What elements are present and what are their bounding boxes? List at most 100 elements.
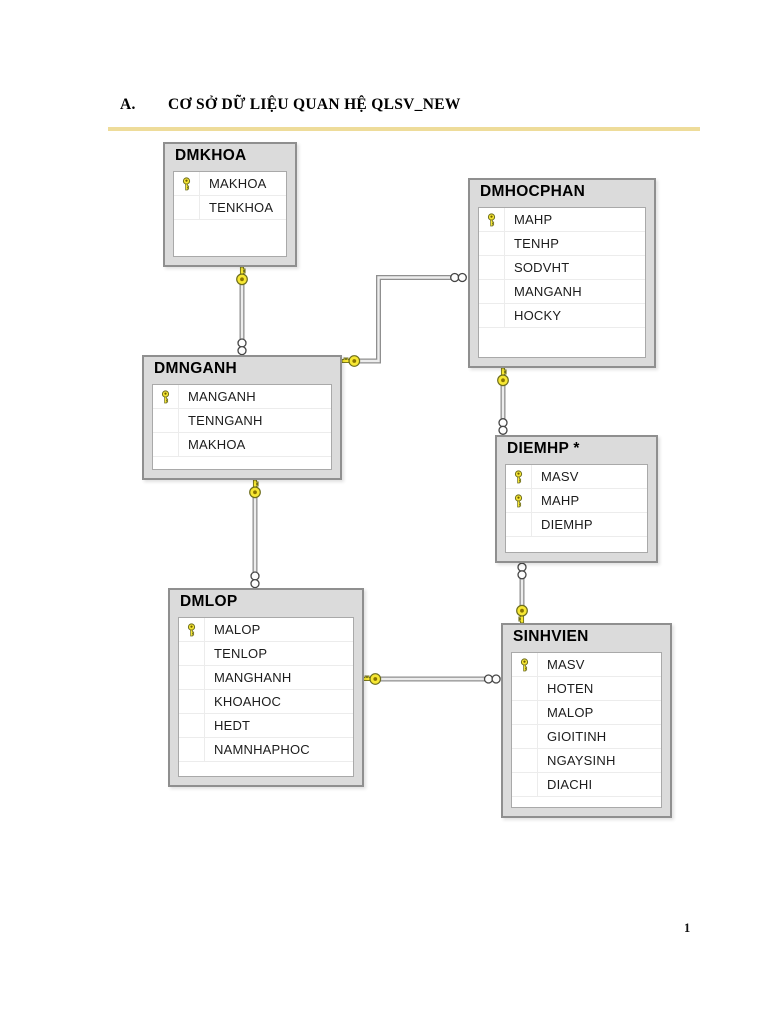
column-row: MANGANH: [153, 385, 331, 409]
column-name: NAMNHAPHOC: [214, 742, 310, 757]
table-dmnganh: DMNGANH MANGANH TENNGANH MAKHOA: [142, 355, 342, 480]
column-name: TENKHOA: [209, 200, 274, 215]
infinity-icon: [517, 562, 527, 580]
key-cell-empty: [512, 701, 538, 724]
column-name: HOTEN: [547, 681, 594, 696]
key-cell-empty: [179, 690, 205, 713]
column-row: MASV: [512, 653, 661, 677]
column-name: SODVHT: [514, 260, 570, 275]
column-row: MAKHOA: [153, 433, 331, 457]
column-row: MAKHOA: [174, 172, 286, 196]
column-grid: MANGANH TENNGANH MAKHOA: [152, 384, 332, 470]
column-name: MALOP: [214, 622, 261, 637]
section-heading: A. CƠ SỞ DỮ LIỆU QUAN HỆ QLSV_NEW: [120, 96, 461, 114]
primary-key-icon: [174, 172, 200, 195]
key-icon: [249, 479, 261, 499]
column-name: MANGHANH: [214, 670, 292, 685]
column-grid: MASV HOTEN MALOP GIOITINH NGAYSINH DIACHI: [511, 652, 662, 808]
key-cell-empty: [179, 738, 205, 761]
column-row: MANGHANH: [179, 666, 353, 690]
infinity-icon: [250, 571, 260, 589]
column-row: HEDT: [179, 714, 353, 738]
column-name: KHOAHOC: [214, 694, 282, 709]
column-row: TENHP: [479, 232, 645, 256]
column-row: GIOITINH: [512, 725, 661, 749]
key-cell-empty: [512, 677, 538, 700]
primary-key-icon: [506, 465, 532, 488]
column-row: NAMNHAPHOC: [179, 738, 353, 762]
key-cell-empty: [179, 714, 205, 737]
column-row: MASV: [506, 465, 647, 489]
table-title: DMKHOA: [175, 147, 247, 164]
column-row: NGAYSINH: [512, 749, 661, 773]
column-name: TENLOP: [214, 646, 268, 661]
table-title: SINHVIEN: [513, 628, 589, 645]
table-dmlop: DMLOP MALOP TENLOP MANGHANH KHOAHOC HEDT NAMN…: [168, 588, 364, 787]
column-name: GIOITINH: [547, 729, 607, 744]
column-row: DIEMHP: [506, 513, 647, 537]
column-name: MAKHOA: [188, 437, 246, 452]
column-row: HOTEN: [512, 677, 661, 701]
primary-key-icon: [153, 385, 179, 408]
column-name: HOCKY: [514, 308, 562, 323]
key-cell-empty: [153, 433, 179, 456]
column-name: MAHP: [514, 212, 553, 227]
column-row: DIACHI: [512, 773, 661, 797]
key-cell-empty: [153, 409, 179, 432]
column-row: KHOAHOC: [179, 690, 353, 714]
key-cell-empty: [512, 773, 538, 796]
page-number: 1: [684, 921, 691, 935]
column-row: TENKHOA: [174, 196, 286, 220]
key-cell-empty: [479, 304, 505, 327]
column-row: MANGANH: [479, 280, 645, 304]
key-cell-empty: [512, 725, 538, 748]
table-dmkhoa: DMKHOA MAKHOA TENKHOA: [163, 142, 297, 267]
relationship-dmkhoa-dmnganh: [236, 266, 248, 356]
column-grid: MALOP TENLOP MANGHANH KHOAHOC HEDT NAMNHAPHOC: [178, 617, 354, 777]
key-icon: [497, 367, 509, 387]
key-cell-empty: [179, 666, 205, 689]
key-icon: [341, 355, 361, 367]
key-icon: [516, 604, 528, 624]
infinity-icon: [498, 418, 508, 435]
column-name: MANGANH: [514, 284, 582, 299]
column-row: MALOP: [179, 618, 353, 642]
column-name: MALOP: [547, 705, 594, 720]
column-grid: MASV MAHP DIEMHP: [505, 464, 648, 553]
column-name: MASV: [541, 469, 579, 484]
table-title: DIEMHP *: [507, 440, 580, 457]
column-row: MAHP: [479, 208, 645, 232]
relationship-dmnganh-dmhocphan: [341, 272, 467, 367]
column-name: MASV: [547, 657, 585, 672]
key-cell-empty: [174, 196, 200, 219]
column-name: MANGANH: [188, 389, 256, 404]
key-cell-empty: [179, 642, 205, 665]
key-cell-empty: [479, 256, 505, 279]
infinity-icon: [237, 338, 247, 356]
relationship-dmnganh-dmlop: [249, 479, 261, 589]
table-sinhvien: SINHVIEN MASV HOTEN MALOP GIOITINH NGAYSINH D…: [501, 623, 672, 818]
column-name: MAHP: [541, 493, 580, 508]
section-title: CƠ SỞ DỮ LIỆU QUAN HỆ QLSV_NEW: [168, 96, 461, 113]
column-row: TENLOP: [179, 642, 353, 666]
column-name: DIEMHP: [541, 517, 593, 532]
column-grid: MAHP TENHP SODVHT MANGANH HOCKY: [478, 207, 646, 358]
column-name: MAKHOA: [209, 176, 267, 191]
relationship-sinhvien-diemhp: [516, 562, 528, 624]
primary-key-icon: [479, 208, 505, 231]
column-row: HOCKY: [479, 304, 645, 328]
section-letter: A.: [120, 96, 136, 113]
table-title: DMLOP: [180, 593, 238, 610]
column-row: MALOP: [512, 701, 661, 725]
key-icon: [362, 673, 382, 685]
column-name: TENNGANH: [188, 413, 263, 428]
column-row: MAHP: [506, 489, 647, 513]
key-cell-empty: [479, 232, 505, 255]
column-name: DIACHI: [547, 777, 593, 792]
column-row: TENNGANH: [153, 409, 331, 433]
table-title: DMNGANH: [154, 360, 238, 377]
key-cell-empty: [506, 513, 532, 536]
primary-key-icon: [506, 489, 532, 512]
